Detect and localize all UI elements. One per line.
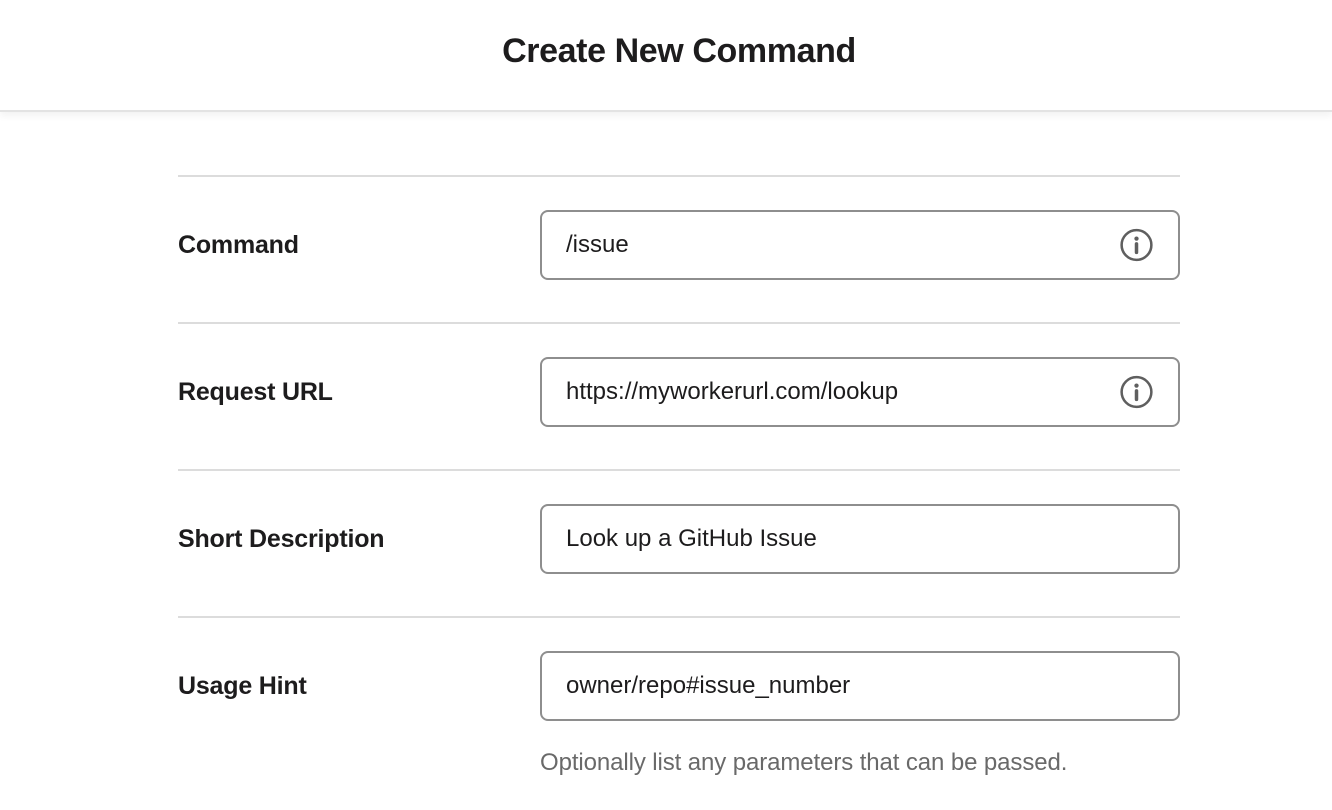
short-description-input[interactable] [540, 504, 1180, 574]
header: Create New Command [0, 0, 1332, 112]
usage-hint-input-wrap [540, 651, 1180, 721]
form-row-usage-hint: Usage Hint Optionally list any parameter… [178, 616, 1180, 810]
request-url-input[interactable] [540, 357, 1180, 427]
request-url-label: Request URL [178, 377, 333, 406]
command-form: Command Request URL [178, 112, 1180, 810]
form-row-main: Command [178, 210, 1180, 280]
form-row-command: Command [178, 175, 1180, 322]
command-input[interactable] [540, 210, 1180, 280]
form-row-main: Usage Hint [178, 651, 1180, 721]
form-row-request-url: Request URL [178, 322, 1180, 469]
command-label: Command [178, 230, 299, 259]
info-circle-icon[interactable] [1119, 375, 1154, 410]
form-row-short-description: Short Description [178, 469, 1180, 616]
short-description-label: Short Description [178, 524, 385, 553]
usage-hint-helper-text: Optionally list any parameters that can … [540, 749, 1068, 776]
info-circle-icon[interactable] [1119, 228, 1154, 263]
request-url-input-wrap [540, 357, 1180, 427]
short-description-input-wrap [540, 504, 1180, 574]
form-row-main: Request URL [178, 357, 1180, 427]
command-input-wrap [540, 210, 1180, 280]
page-title: Create New Command [502, 31, 856, 70]
usage-hint-label: Usage Hint [178, 671, 307, 700]
form-row-main: Short Description [178, 504, 1180, 574]
usage-hint-input[interactable] [540, 651, 1180, 721]
